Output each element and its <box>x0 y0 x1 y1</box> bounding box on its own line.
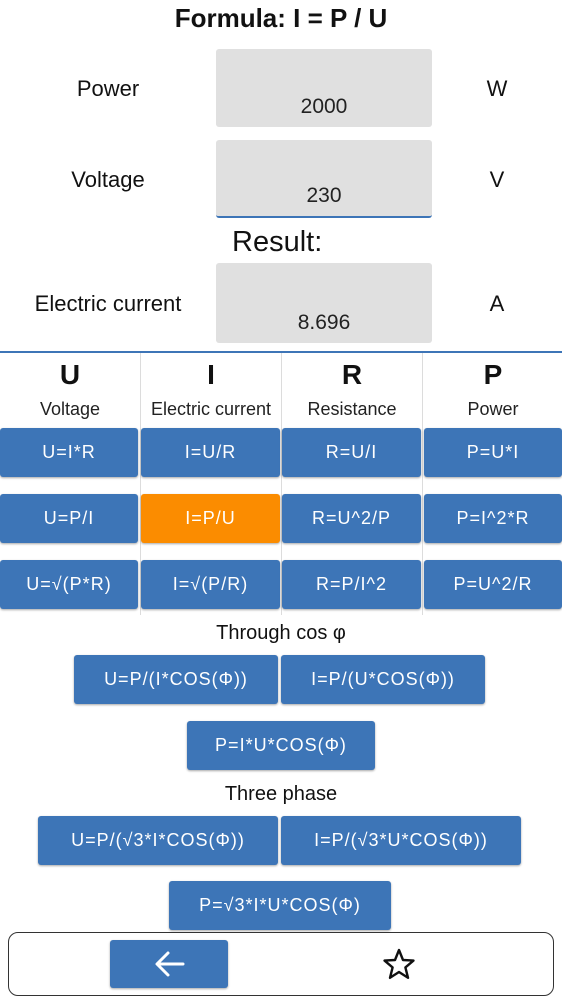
formula-u-ir-button[interactable]: U=I*R <box>0 428 138 477</box>
column-resistance: R Resistance <box>282 353 422 615</box>
back-button[interactable] <box>110 940 228 988</box>
voltage-label: Voltage <box>71 167 145 192</box>
formula-i-pu-button[interactable]: I=P/U <box>141 494 280 543</box>
column-voltage: U Voltage <box>0 353 140 615</box>
result-unit: A <box>489 291 505 316</box>
power-label: Power <box>76 76 140 101</box>
formula-i-three-phase-button[interactable]: I=P/(√3*U*COS(Φ)) <box>281 816 521 865</box>
star-outline-icon <box>383 948 415 979</box>
column-symbol: P <box>483 359 503 390</box>
column-name: Electric current <box>150 399 272 419</box>
formula-r-u2p-button[interactable]: R=U^2/P <box>282 494 421 543</box>
section-divider <box>0 351 562 353</box>
formula-r-ui-button[interactable]: R=U/I <box>282 428 421 477</box>
formula-p-cos-button[interactable]: P=I*U*COS(Φ) <box>187 721 375 770</box>
formula-p-u2r-button[interactable]: P=U^2/R <box>424 560 562 609</box>
formula-p-three-phase-button[interactable]: P=√3*I*U*COS(Φ) <box>169 881 391 930</box>
column-symbol: U <box>59 359 81 390</box>
formula-u-sqrt-pr-button[interactable]: U=√(P*R) <box>0 560 138 609</box>
arrow-left-icon <box>155 951 185 977</box>
column-separator <box>140 353 141 615</box>
result-heading: Result: <box>232 226 323 258</box>
column-power: P Power <box>423 353 562 615</box>
power-value: 2000 <box>300 95 348 118</box>
result-label: Electric current <box>34 291 182 316</box>
formula-i-sqrt-pr-button[interactable]: I=√(P/R) <box>141 560 280 609</box>
formula-u-pi-button[interactable]: U=P/I <box>0 494 138 543</box>
formula-r-pi2-button[interactable]: R=P/I^2 <box>282 560 421 609</box>
column-symbol: I <box>207 359 215 390</box>
formula-i-ur-button[interactable]: I=U/R <box>141 428 280 477</box>
column-name: Resistance <box>307 399 397 419</box>
page-title: Formula: I = P / U <box>174 3 388 33</box>
formula-u-three-phase-button[interactable]: U=P/(√3*I*COS(Φ)) <box>38 816 278 865</box>
voltage-input[interactable]: 230 <box>216 140 432 218</box>
formula-p-i2r-button[interactable]: P=I^2*R <box>424 494 562 543</box>
formula-i-cos-button[interactable]: I=P/(U*COS(Φ)) <box>281 655 485 704</box>
column-current: I Electric current <box>141 353 281 615</box>
bottom-toolbar <box>8 932 554 996</box>
power-unit: W <box>486 76 508 101</box>
column-symbol: R <box>341 359 363 390</box>
three-phase-section-label: Three phase <box>224 783 338 805</box>
column-separator <box>281 353 282 615</box>
power-input[interactable]: 2000 <box>216 49 432 127</box>
voltage-unit: V <box>489 167 505 192</box>
column-name: Power <box>467 399 519 419</box>
result-value: 8.696 <box>297 311 351 334</box>
favorite-button[interactable] <box>369 940 429 988</box>
column-separator <box>422 353 423 615</box>
formula-p-ui-button[interactable]: P=U*I <box>424 428 562 477</box>
voltage-value: 230 <box>306 184 342 207</box>
column-name: Voltage <box>39 399 101 419</box>
cos-phi-section-label: Through cos φ <box>216 622 346 644</box>
result-field: 8.696 <box>216 263 432 343</box>
formula-u-cos-button[interactable]: U=P/(I*COS(Φ)) <box>74 655 278 704</box>
